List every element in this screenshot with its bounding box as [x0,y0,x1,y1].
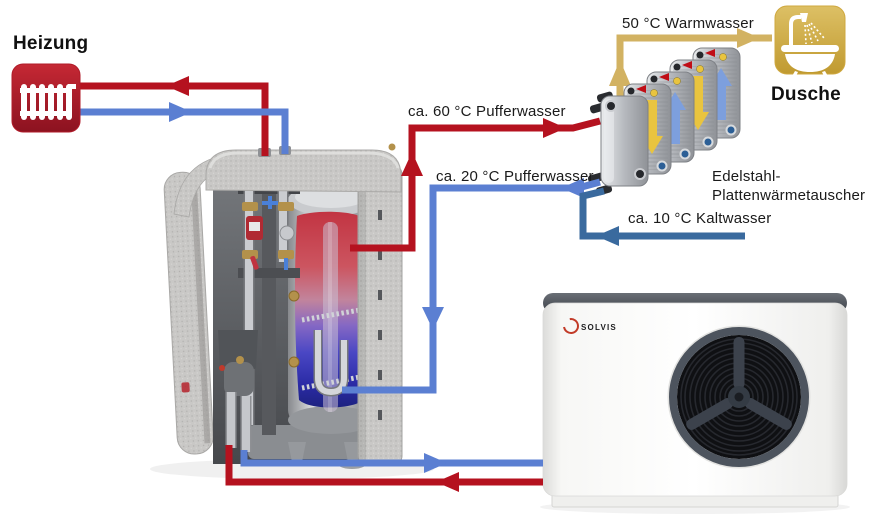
insulation-lid [205,149,402,193]
microbubble-separator [218,330,258,452]
arrowhead-left [166,76,189,96]
arrowhead-right [737,28,760,48]
arrowhead-up [401,152,423,176]
solvis-logo: SOLVIS [563,318,617,334]
brass-tee [242,250,258,259]
brass-nipple [388,143,396,151]
brass-tee [242,202,258,211]
arrowhead-left [436,472,459,492]
arrowhead-down [422,307,444,330]
brass-tee [278,250,294,259]
valve-handle-red [250,255,259,270]
fan-grille [667,325,811,469]
arrowhead-right [543,118,566,138]
heating-supply-pipe [80,76,269,156]
valve-handle-blue [262,201,278,205]
plate-heat-exchanger [587,47,741,196]
actuator [279,225,295,241]
radiator-fins [20,84,76,120]
brass-tee [278,202,294,211]
kaltwasser-pipe [579,187,745,246]
arrowhead-left [561,178,584,198]
solvis-storage-unit [150,143,434,479]
pufferwasser-return-pipe [342,178,601,394]
pufferwasser-return-label: ca. 20 °C Pufferwasser [436,168,594,185]
pufferwasser-hot-label: ca. 60 °C Pufferwasser [408,103,566,120]
exchanger-front-plate [600,95,649,187]
fan-spokes [686,337,792,430]
dusche-label: Dusche [771,84,841,105]
tank-leg [288,442,306,462]
exchanger-label-line1: Edelstahl- [712,168,781,185]
heating-return-pipe [80,102,289,154]
door-logo-mark [181,382,190,393]
arrowhead-left [596,226,619,246]
warmwasser-pipe [609,28,772,97]
panel-slots [378,210,382,420]
arrowhead-right [169,102,192,122]
shower-bathtub-icon [774,5,846,78]
arrowhead-up [609,60,631,86]
exchanger-label: Edelstahl- Plattenwärmetauscher [712,167,865,205]
heat-pump: SOLVIS [540,293,850,514]
tank-dip-tube [323,222,338,412]
heatpump-supply-pipe [225,445,543,492]
kaltwasser-label: ca. 10 °C Kaltwasser [628,210,772,227]
insulation-door [163,171,214,455]
arrowhead-right [424,453,447,473]
solvis-logo-text: SOLVIS [581,323,617,332]
valve-handle-blue [284,258,288,270]
exchanger-label-line2: Plattenwärmetauscher [712,187,866,204]
solvis-logo-arc [563,318,579,334]
brass-port [288,356,300,368]
radiator-icon [11,63,81,133]
pufferwasser-hot-pipe [350,117,601,252]
heizung-label: Heizung [13,33,89,54]
bathtub-glyph [781,45,839,78]
tank-pedestal [248,425,378,459]
heatpump-return-pipe [240,450,543,473]
warmwasser-label: 50 °C Warmwasser [622,15,754,32]
brass-port [288,290,300,302]
shower-glyph [789,13,825,50]
